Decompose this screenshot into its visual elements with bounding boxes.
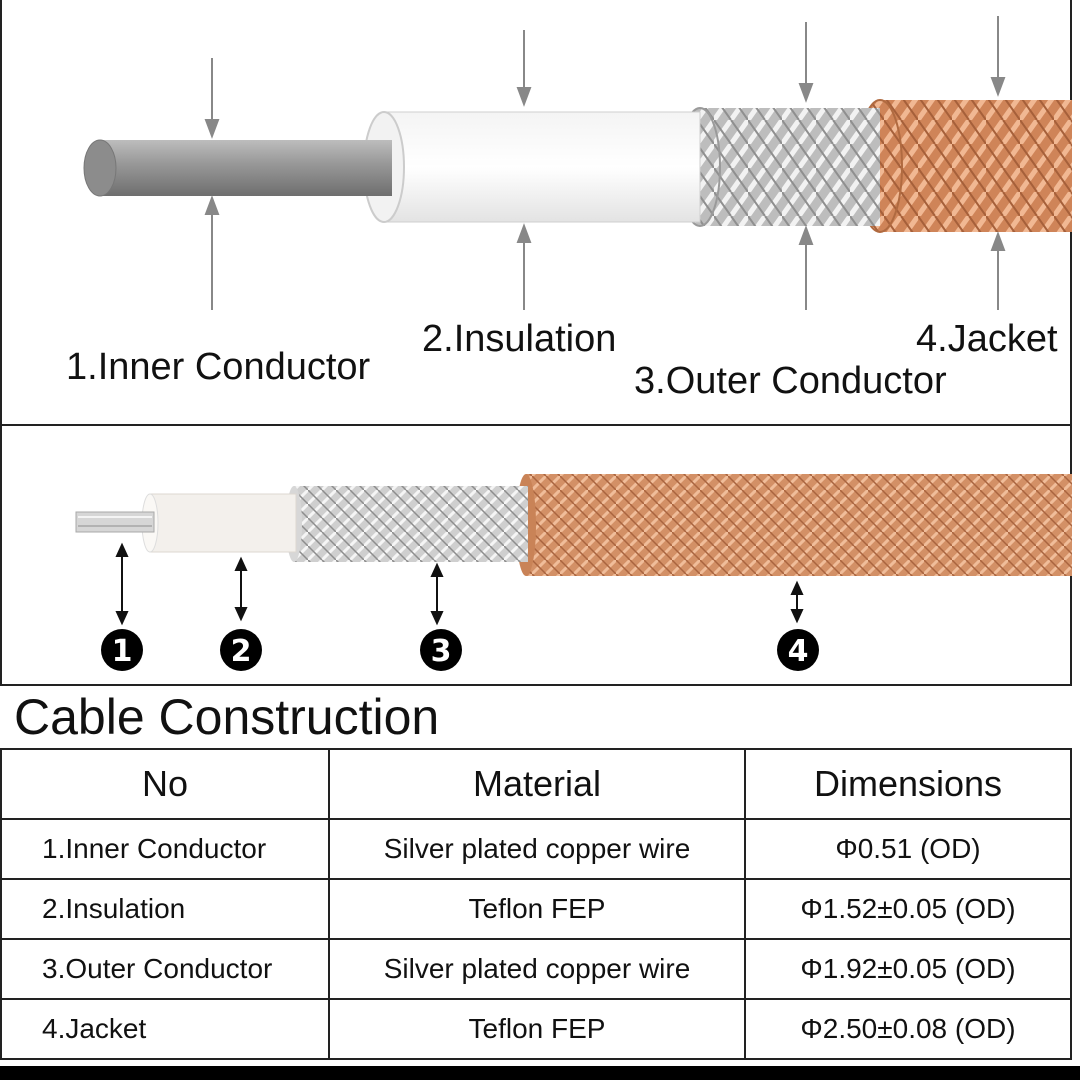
badge-1: 1 <box>101 629 143 671</box>
svg-text:4: 4 <box>788 634 809 669</box>
table-row: 4.Jacket Teflon FEP Φ2.50±0.08 (OD) <box>0 998 1072 1060</box>
cell-no: 1.Inner Conductor <box>0 818 330 880</box>
svg-text:3: 3 <box>431 634 452 669</box>
cell-dimensions: Φ1.92±0.05 (OD) <box>744 938 1072 1000</box>
table-row: 2.Insulation Teflon FEP Φ1.52±0.05 (OD) <box>0 878 1072 940</box>
table-row: 3.Outer Conductor Silver plated copper w… <box>0 938 1072 1000</box>
badge-2: 2 <box>220 629 262 671</box>
label-outer-conductor: 3.Outer Conductor <box>634 360 947 402</box>
photo-arrows <box>115 542 804 626</box>
coax-diagram: 1 2 3 4 <box>75 16 1072 671</box>
cell-dimensions: Φ1.52±0.05 (OD) <box>744 878 1072 940</box>
bottom-bar <box>0 1066 1080 1080</box>
cell-no: 4.Jacket <box>0 998 330 1060</box>
outer-conductor-layer <box>679 107 880 227</box>
table-row: 1.Inner Conductor Silver plated copper w… <box>0 818 1072 880</box>
divider-top <box>0 424 1072 426</box>
cell-material: Teflon FEP <box>328 878 746 940</box>
badge-3: 3 <box>420 629 462 671</box>
svg-text:2: 2 <box>231 634 252 669</box>
header-material: Material <box>328 748 746 820</box>
label-jacket: 4.Jacket <box>916 318 1058 360</box>
cell-material: Teflon FEP <box>328 998 746 1060</box>
jacket-layer <box>857 99 1072 233</box>
header-dimensions: Dimensions <box>744 748 1072 820</box>
cell-dimensions: Φ2.50±0.08 (OD) <box>744 998 1072 1060</box>
cable-photo <box>75 474 1072 576</box>
badge-4: 4 <box>777 629 819 671</box>
section-title: Cable Construction <box>14 689 440 745</box>
label-insulation: 2.Insulation <box>422 318 617 360</box>
cell-no: 3.Outer Conductor <box>0 938 330 1000</box>
insulation-layer <box>363 111 701 223</box>
dimension-arrows <box>204 16 1006 310</box>
header-no: No <box>0 748 330 820</box>
cell-material: Silver plated copper wire <box>328 938 746 1000</box>
svg-text:1: 1 <box>112 634 133 669</box>
table-header-row: No Material Dimensions <box>0 748 1072 820</box>
cell-no: 2.Insulation <box>0 878 330 940</box>
construction-table: No Material Dimensions 1.Inner Conductor… <box>0 748 1072 1060</box>
cell-dimensions: Φ0.51 (OD) <box>744 818 1072 880</box>
label-inner-conductor: 1.Inner Conductor <box>66 346 371 388</box>
inner-conductor-layer <box>83 139 392 197</box>
divider-middle <box>0 684 1072 686</box>
cell-material: Silver plated copper wire <box>328 818 746 880</box>
